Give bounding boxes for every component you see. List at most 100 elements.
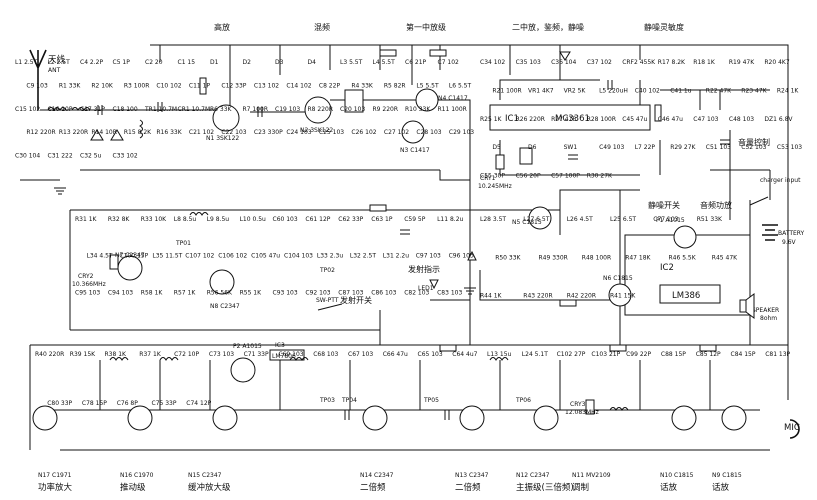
tx-stage-role: 话放 <box>712 482 730 493</box>
component-value-label: L35 11.5T <box>152 253 182 260</box>
component-value-label: R10 33K <box>405 106 431 113</box>
component-value-label: R38 1K <box>105 351 128 358</box>
ic2-label: IC2 <box>660 263 674 273</box>
component-value-label: R49 330R <box>539 254 568 261</box>
n1-label: N1 3SK122 <box>206 135 239 142</box>
battery-label: BATTERY <box>778 230 805 237</box>
component-value-label: L1 2.5T <box>15 59 38 66</box>
component-value-label: L13 15u <box>487 351 512 358</box>
component-value-label: C22 103 <box>221 129 246 136</box>
component-value-label: R27 47R <box>551 116 577 123</box>
component-value-label: C5 1P <box>113 59 131 66</box>
component-value-label: C23 330P <box>254 129 283 136</box>
component-value-label: R41 15K <box>610 293 636 300</box>
n5-label: N5 C1815 <box>512 219 542 226</box>
component-value-label: C83 103 <box>437 289 462 296</box>
component-value-label: R19 47K <box>729 59 755 66</box>
component-value-label: CRF2 455K <box>622 59 656 66</box>
component-value-label: C14 102 <box>286 82 311 89</box>
component-value-label: C104 103 <box>284 253 313 260</box>
audio-amp-label: 音频功放 <box>700 200 732 210</box>
cry3-freq: 12.083MHz <box>565 409 599 416</box>
component-value-label: R25 1K <box>480 116 503 123</box>
component-value-label: C59 5P <box>404 216 426 223</box>
component-value-label: C65 103 <box>418 351 443 358</box>
n4-label: N4 C1417 <box>438 95 468 102</box>
component-value-label: R12 220R <box>26 129 55 136</box>
squelch-switch-label: 静噪开关 <box>648 200 680 210</box>
component-value-label: C12 33P <box>221 82 246 89</box>
component-value-label: C78 15P <box>82 400 107 407</box>
tx-stage-role: 缓冲放大级 <box>188 482 231 493</box>
ic3-body <box>269 349 305 361</box>
tx-stage-part: N15 C2347 <box>188 472 222 479</box>
component-value-label: R16 33K <box>156 129 182 136</box>
component-value-label: C9 103 <box>26 82 48 89</box>
tx-switch-label: 发射开关 <box>340 295 372 305</box>
component-value-label: C64 4u7 <box>452 351 477 358</box>
component-value-label: C71 33P <box>244 351 269 358</box>
component-value-label: L2 2.5T <box>48 59 71 66</box>
component-value-label: R17 8.2K <box>658 59 686 66</box>
ic1-label: IC1 <box>505 114 519 124</box>
component-value-label: L33 2.3u <box>317 253 343 260</box>
component-value-label: R21 100R <box>492 87 521 94</box>
component-value-label: R11 100R <box>438 106 467 113</box>
ic2-part: LM386 <box>672 291 700 301</box>
component-value-label: R30 27K <box>587 173 613 180</box>
component-value-label: C49 103 <box>599 144 624 151</box>
component-value-label: VR2 5K <box>564 87 587 94</box>
tx-stage-role: 二倍频 <box>360 482 386 493</box>
component-value-label: C45 47u <box>622 116 647 123</box>
component-value-label: L10 0.5u <box>240 216 266 223</box>
component-value-label: R46 5.5K <box>669 254 697 261</box>
component-value-label: C10 102 <box>156 82 181 89</box>
component-value-label: L5 220uH <box>599 87 628 94</box>
component-value-label: C19 103 <box>275 106 300 113</box>
tx-stage-part: N16 C1970 <box>120 472 154 479</box>
component-value-label: L26 4.5T <box>567 216 593 223</box>
component-value-label: L25 6.5T <box>610 216 636 223</box>
tx-stage-part: N14 C2347 <box>360 472 394 479</box>
component-value-label: L24 5.1T <box>522 351 548 358</box>
component-value-label: C86 103 <box>371 289 396 296</box>
component-value-label: R6 33K <box>210 106 233 113</box>
component-value-label: R28 100R <box>587 116 616 123</box>
section-label-volume: 音量控制 <box>738 137 770 147</box>
component-value-label: C82 103 <box>404 289 429 296</box>
component-value-label: R18 1K <box>693 59 716 66</box>
cry2-freq: 10.366MHz <box>72 281 106 288</box>
cry1-label: CRY1 <box>480 175 496 182</box>
component-value-label: C87 103 <box>338 289 363 296</box>
component-value-label: R7 100R <box>243 106 269 113</box>
n6-label: N6 C1815 <box>603 275 633 282</box>
cry1-freq: 10.245MHz <box>478 183 512 190</box>
component-value-label: C27 102 <box>384 129 409 136</box>
component-value-label: C37 102 <box>587 59 612 66</box>
component-value-label: C103 21P <box>591 351 620 358</box>
component-value-label: C69 103 <box>278 351 303 358</box>
tx-stage-part: N12 C2347 <box>516 472 550 479</box>
component-value-label: C51 103 <box>706 144 731 151</box>
component-value-label: D4 <box>308 59 317 66</box>
component-value-label: C93 103 <box>273 289 298 296</box>
n3-label: N3 C1417 <box>400 147 430 154</box>
component-value-label: R3 100R <box>124 82 150 89</box>
component-value-label: R43 220R <box>523 293 552 300</box>
component-value-label: R48 100R <box>582 254 611 261</box>
component-value-label: C46 47u <box>658 116 683 123</box>
component-value-label: C17 31P <box>80 106 105 113</box>
component-value-label: C95 103 <box>75 289 100 296</box>
section-label-mixer: 混频 <box>314 22 330 32</box>
component-value-label: L32 2.5T <box>350 253 376 260</box>
p1-label: P1 A1015 <box>656 217 685 224</box>
tx-stage-role: 调制 <box>572 482 589 493</box>
component-value-label: SW1 <box>564 144 578 151</box>
component-value-label: C48 103 <box>729 116 754 123</box>
component-value-label: R42 220R <box>567 293 596 300</box>
component-value-label: R37 1K <box>139 351 162 358</box>
component-value-label: R4 33K <box>351 82 374 89</box>
component-value-label: R5 82R <box>384 82 406 89</box>
tx-stage-part: N11 MV2109 <box>572 472 611 479</box>
